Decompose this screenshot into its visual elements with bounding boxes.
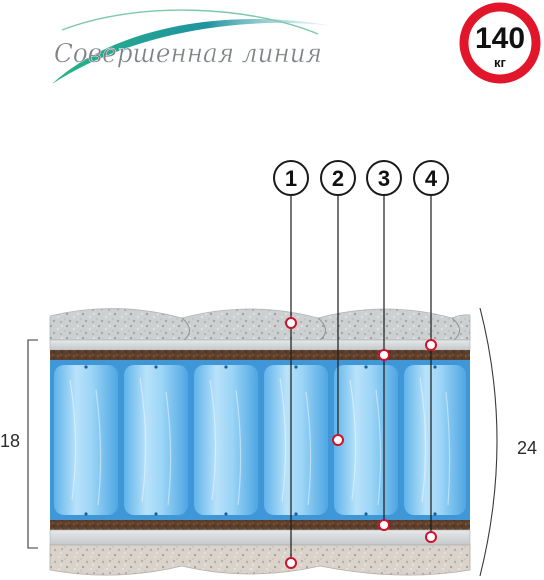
callout-4-marker-top <box>425 339 437 351</box>
logo-swoosh-line <box>61 9 319 35</box>
dimension-core-height: 18 <box>0 339 38 549</box>
spring-pocket <box>124 365 188 515</box>
spring-pocket <box>334 365 398 515</box>
weight-limit-badge: 140 кг <box>459 2 541 84</box>
callout-4-circle <box>413 160 449 196</box>
callout-1-marker-bottom <box>285 557 297 569</box>
logo-text: Совершенная линия <box>54 39 322 69</box>
callout-2-marker <box>332 434 344 446</box>
callout-2-number: 2 <box>332 166 344 191</box>
callout-2-circle <box>320 160 356 196</box>
layer-top-coconut <box>50 350 470 360</box>
dimension-arc-right <box>479 307 498 577</box>
badge-ring <box>459 2 541 84</box>
layer-top-felt <box>49 339 471 351</box>
spring-pocket <box>404 365 466 515</box>
callout-1-marker-top <box>285 317 297 329</box>
dimension-total-height: 24 <box>479 307 537 577</box>
callout-2: 2 <box>320 160 356 196</box>
callout-3-number: 3 <box>378 166 390 191</box>
top-foam-seams <box>181 317 460 341</box>
callout-1-number: 1 <box>285 166 297 191</box>
layer-bottom-coconut <box>50 520 470 530</box>
logo-swoosh <box>52 19 334 84</box>
badge-value: 140 <box>475 22 525 55</box>
callout-3-circle <box>366 160 402 196</box>
callout-3-marker-bottom <box>378 519 390 531</box>
layer-spring-block <box>50 360 470 520</box>
callout-4-marker-bottom <box>425 531 437 543</box>
dimension-label-left: 18 <box>0 431 20 451</box>
callout-1: 1 <box>273 160 309 196</box>
callout-4-number: 4 <box>425 166 438 191</box>
dimension-bracket-left <box>27 339 38 549</box>
spring-pocket <box>194 365 258 515</box>
callout-3: 3 <box>366 160 402 196</box>
layer-bottom-felt <box>49 529 471 546</box>
spring-pocket <box>264 365 328 515</box>
layer-top-foam <box>49 308 471 341</box>
spring-knots <box>84 365 437 516</box>
callout-4: 4 <box>413 160 449 196</box>
brand-logo: Совершенная линия <box>52 9 334 84</box>
badge-unit: кг <box>494 55 507 70</box>
layer-bottom-foam <box>49 544 471 576</box>
spring-pocket <box>54 365 118 515</box>
spring-pockets <box>54 365 466 515</box>
spring-pocket-texture <box>69 377 451 506</box>
callout-markers <box>285 317 437 569</box>
callout-3-marker-top <box>378 349 390 361</box>
dimension-label-right: 24 <box>517 438 537 458</box>
mattress-cross-section <box>49 308 471 576</box>
callout-1-circle <box>273 160 309 196</box>
